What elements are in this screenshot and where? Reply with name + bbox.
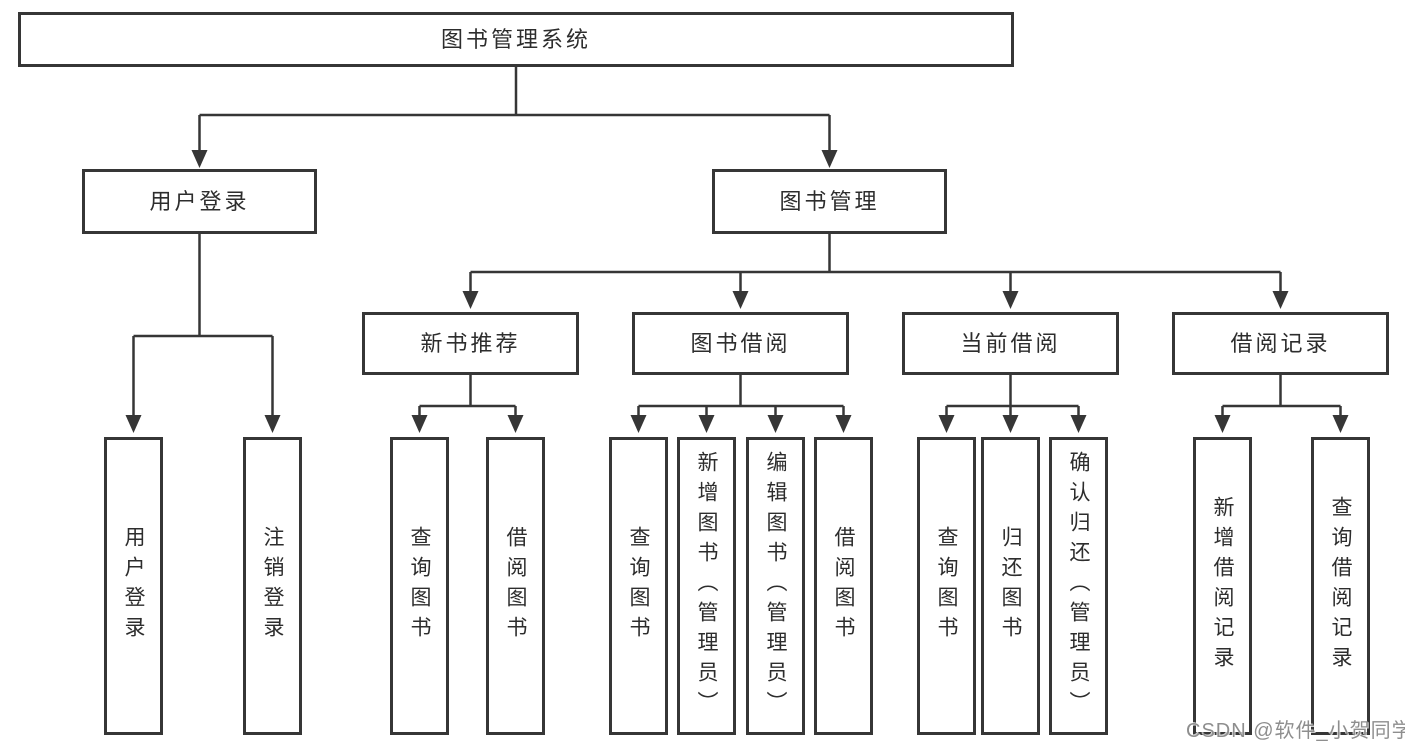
node-book-borrow-label: 图书借阅 bbox=[690, 330, 791, 356]
leaf-current-return-books-label: 归还图书 bbox=[999, 526, 1022, 646]
leaf-borrow-query-books: 查询图书 bbox=[609, 437, 668, 735]
node-user-login-label: 用户登录 bbox=[149, 188, 250, 214]
leaf-newbook-query-books-label: 查询图书 bbox=[408, 526, 431, 646]
csdn-watermark: CSDN @软件_小贺同学 bbox=[1186, 720, 1405, 742]
leaf-records-query-record: 查询借阅记录 bbox=[1311, 437, 1370, 735]
connector-new-book-to-leaves bbox=[411, 375, 524, 433]
leaf-logout: 注销登录 bbox=[243, 437, 302, 735]
leaf-user-login-label: 用户登录 bbox=[122, 526, 145, 646]
leaf-records-query-record-label: 查询借阅记录 bbox=[1329, 496, 1352, 676]
node-root-system: 图书管理系统 bbox=[18, 12, 1014, 67]
node-borrow-records: 借阅记录 bbox=[1172, 312, 1389, 375]
node-new-book-recommend-label: 新书推荐 bbox=[420, 330, 521, 356]
node-new-book-recommend: 新书推荐 bbox=[362, 312, 579, 375]
leaf-borrow-query-books-label: 查询图书 bbox=[627, 526, 650, 646]
node-current-borrow-label: 当前借阅 bbox=[960, 330, 1061, 356]
leaf-records-add-record-label: 新增借阅记录 bbox=[1211, 496, 1234, 676]
connector-book-borrow-to-leaves bbox=[630, 375, 852, 433]
node-book-management: 图书管理 bbox=[712, 169, 947, 234]
leaf-borrow-borrow-books-label: 借阅图书 bbox=[832, 526, 855, 646]
leaf-current-query-books: 查询图书 bbox=[917, 437, 976, 735]
leaf-newbook-borrow-books: 借阅图书 bbox=[486, 437, 545, 735]
node-book-borrow: 图书借阅 bbox=[632, 312, 849, 375]
leaf-borrow-add-books-admin: 新增图书（管理员） bbox=[677, 437, 736, 735]
node-book-management-label: 图书管理 bbox=[779, 188, 880, 214]
leaf-borrow-edit-books-admin: 编辑图书（管理员） bbox=[746, 437, 805, 735]
leaf-current-confirm-return-admin: 确认归还（管理员） bbox=[1049, 437, 1108, 735]
node-borrow-records-label: 借阅记录 bbox=[1230, 330, 1331, 356]
leaf-current-query-books-label: 查询图书 bbox=[935, 526, 958, 646]
leaf-borrow-add-books-admin-label: 新增图书（管理员） bbox=[695, 451, 718, 721]
leaf-borrow-borrow-books: 借阅图书 bbox=[814, 437, 873, 735]
connector-root-to-level2 bbox=[191, 67, 838, 168]
leaf-current-return-books: 归还图书 bbox=[981, 437, 1040, 735]
connector-borrow-records-to-leaves bbox=[1214, 375, 1349, 433]
node-user-login: 用户登录 bbox=[82, 169, 317, 234]
leaf-newbook-borrow-books-label: 借阅图书 bbox=[504, 526, 527, 646]
leaf-borrow-edit-books-admin-label: 编辑图书（管理员） bbox=[764, 451, 787, 721]
node-current-borrow: 当前借阅 bbox=[902, 312, 1119, 375]
leaf-user-login: 用户登录 bbox=[104, 437, 163, 735]
connector-user-login-to-leaves bbox=[125, 234, 281, 433]
node-root-label: 图书管理系统 bbox=[440, 26, 591, 52]
connector-book-mgmt-to-modules bbox=[462, 234, 1289, 309]
leaf-logout-label: 注销登录 bbox=[261, 526, 284, 646]
leaf-current-confirm-return-admin-label: 确认归还（管理员） bbox=[1067, 451, 1090, 721]
connector-current-borrow-to-leaves bbox=[938, 375, 1087, 433]
leaf-records-add-record: 新增借阅记录 bbox=[1193, 437, 1252, 735]
leaf-newbook-query-books: 查询图书 bbox=[390, 437, 449, 735]
